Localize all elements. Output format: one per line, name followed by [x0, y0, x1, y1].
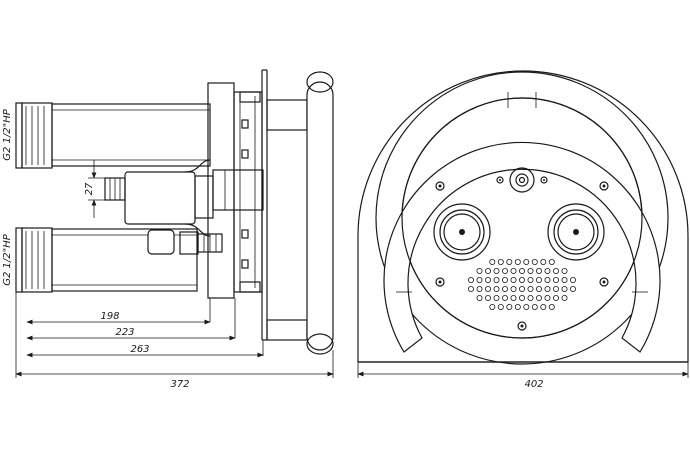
dim-372: 372	[170, 379, 189, 390]
grille-hole	[510, 267, 517, 274]
dim-223: 223	[115, 327, 134, 338]
grille-hole	[519, 294, 526, 301]
grille-hole	[519, 276, 526, 283]
grille-hole	[484, 267, 491, 274]
grille-hole	[561, 267, 568, 274]
wall-housing	[207, 69, 268, 341]
jet-nozzle-right	[547, 203, 605, 261]
grille-hole	[523, 258, 530, 265]
grille-hole	[536, 294, 543, 301]
grille-hole	[476, 294, 483, 301]
side-dimensions: 198 223 263 372 27 G2 1/2"HP G2 1/2"HP	[2, 108, 334, 390]
grille-hole	[484, 285, 491, 292]
grille-hole	[553, 276, 560, 283]
grille-hole	[510, 285, 517, 292]
dim-27: 27	[84, 182, 95, 195]
air-valve	[509, 167, 535, 193]
grille-hole	[553, 267, 560, 274]
grille-hole	[510, 294, 517, 301]
handrail-arc	[383, 92, 661, 353]
lower-nozzle-pipe	[15, 227, 223, 293]
pump-body	[104, 159, 264, 237]
grille-hole	[523, 303, 530, 310]
grille-hole	[544, 294, 551, 301]
grille-hole	[531, 303, 538, 310]
grille-hole	[489, 303, 496, 310]
grille-hole	[553, 285, 560, 292]
grille-hole	[527, 276, 534, 283]
grille-hole	[476, 285, 483, 292]
grille-hole	[467, 276, 474, 283]
grille-hole	[493, 285, 500, 292]
mounting-screws	[435, 176, 609, 331]
grille-hole	[493, 294, 500, 301]
grille-hole	[501, 294, 508, 301]
grille-hole	[544, 276, 551, 283]
grille-hole	[497, 258, 504, 265]
grille-hole	[561, 276, 568, 283]
grille-hole	[484, 294, 491, 301]
grille-hole	[553, 294, 560, 301]
grille-hole	[540, 258, 547, 265]
grille-hole	[527, 267, 534, 274]
side-view: 198 223 263 372 27 G2 1/2"HP G2 1/2"HP	[2, 69, 334, 390]
handrail	[266, 71, 334, 355]
grille-hole	[548, 258, 555, 265]
jet-nozzle-left	[433, 203, 491, 261]
grille-hole	[506, 258, 513, 265]
face-plate	[401, 97, 643, 339]
grille-hole	[501, 285, 508, 292]
grille-hole	[467, 285, 474, 292]
grille-hole	[527, 285, 534, 292]
grille-hole	[484, 276, 491, 283]
grille-hole	[497, 303, 504, 310]
grille-hole	[544, 267, 551, 274]
grille-hole	[544, 285, 551, 292]
grille-hole	[531, 258, 538, 265]
grille-hole	[536, 267, 543, 274]
upper-nozzle-pipe	[15, 102, 211, 169]
grille-hole	[536, 276, 543, 283]
grille-hole	[493, 267, 500, 274]
grille-hole	[506, 303, 513, 310]
dim-263: 263	[130, 344, 149, 355]
grille-hole	[536, 285, 543, 292]
front-view: 402	[357, 70, 689, 390]
grille-hole	[519, 285, 526, 292]
grille-hole	[476, 267, 483, 274]
grille-hole	[548, 303, 555, 310]
dim-198: 198	[100, 311, 119, 322]
grille-hole	[476, 276, 483, 283]
suction-grille	[467, 258, 577, 310]
grille-hole	[489, 258, 496, 265]
thread-label-upper: G2 1/2"HP	[2, 108, 13, 161]
grille-hole	[561, 294, 568, 301]
grille-hole	[519, 267, 526, 274]
grille-hole	[514, 303, 521, 310]
grille-hole	[527, 294, 534, 301]
grille-hole	[561, 285, 568, 292]
grille-hole	[540, 303, 547, 310]
grille-hole	[570, 285, 577, 292]
grille-hole	[514, 258, 521, 265]
grille-hole	[570, 276, 577, 283]
thread-label-lower: G2 1/2"HP	[2, 233, 13, 286]
grille-hole	[501, 276, 508, 283]
dim-402: 402	[524, 379, 543, 390]
front-dimensions: 402	[357, 362, 689, 390]
grille-hole	[501, 267, 508, 274]
grille-hole	[510, 276, 517, 283]
grille-hole	[493, 276, 500, 283]
